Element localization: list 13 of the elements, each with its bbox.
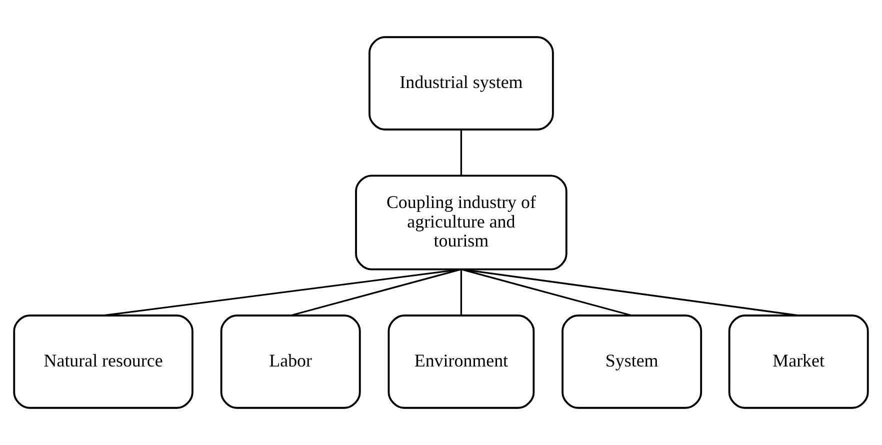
connector (103, 268, 462, 316)
node-box: Environment (388, 314, 535, 409)
connector (460, 269, 462, 316)
node-box: Natural resource (13, 314, 194, 409)
connector (290, 268, 462, 316)
node-box: System (562, 314, 702, 409)
node-box: Coupling industry of agriculture and tourism (355, 174, 568, 270)
connector (460, 268, 632, 316)
node-box: Labor (220, 314, 361, 409)
node-box: Industrial system (368, 36, 554, 130)
connector (461, 268, 799, 316)
connector (460, 130, 462, 176)
node-box: Market (728, 314, 869, 409)
